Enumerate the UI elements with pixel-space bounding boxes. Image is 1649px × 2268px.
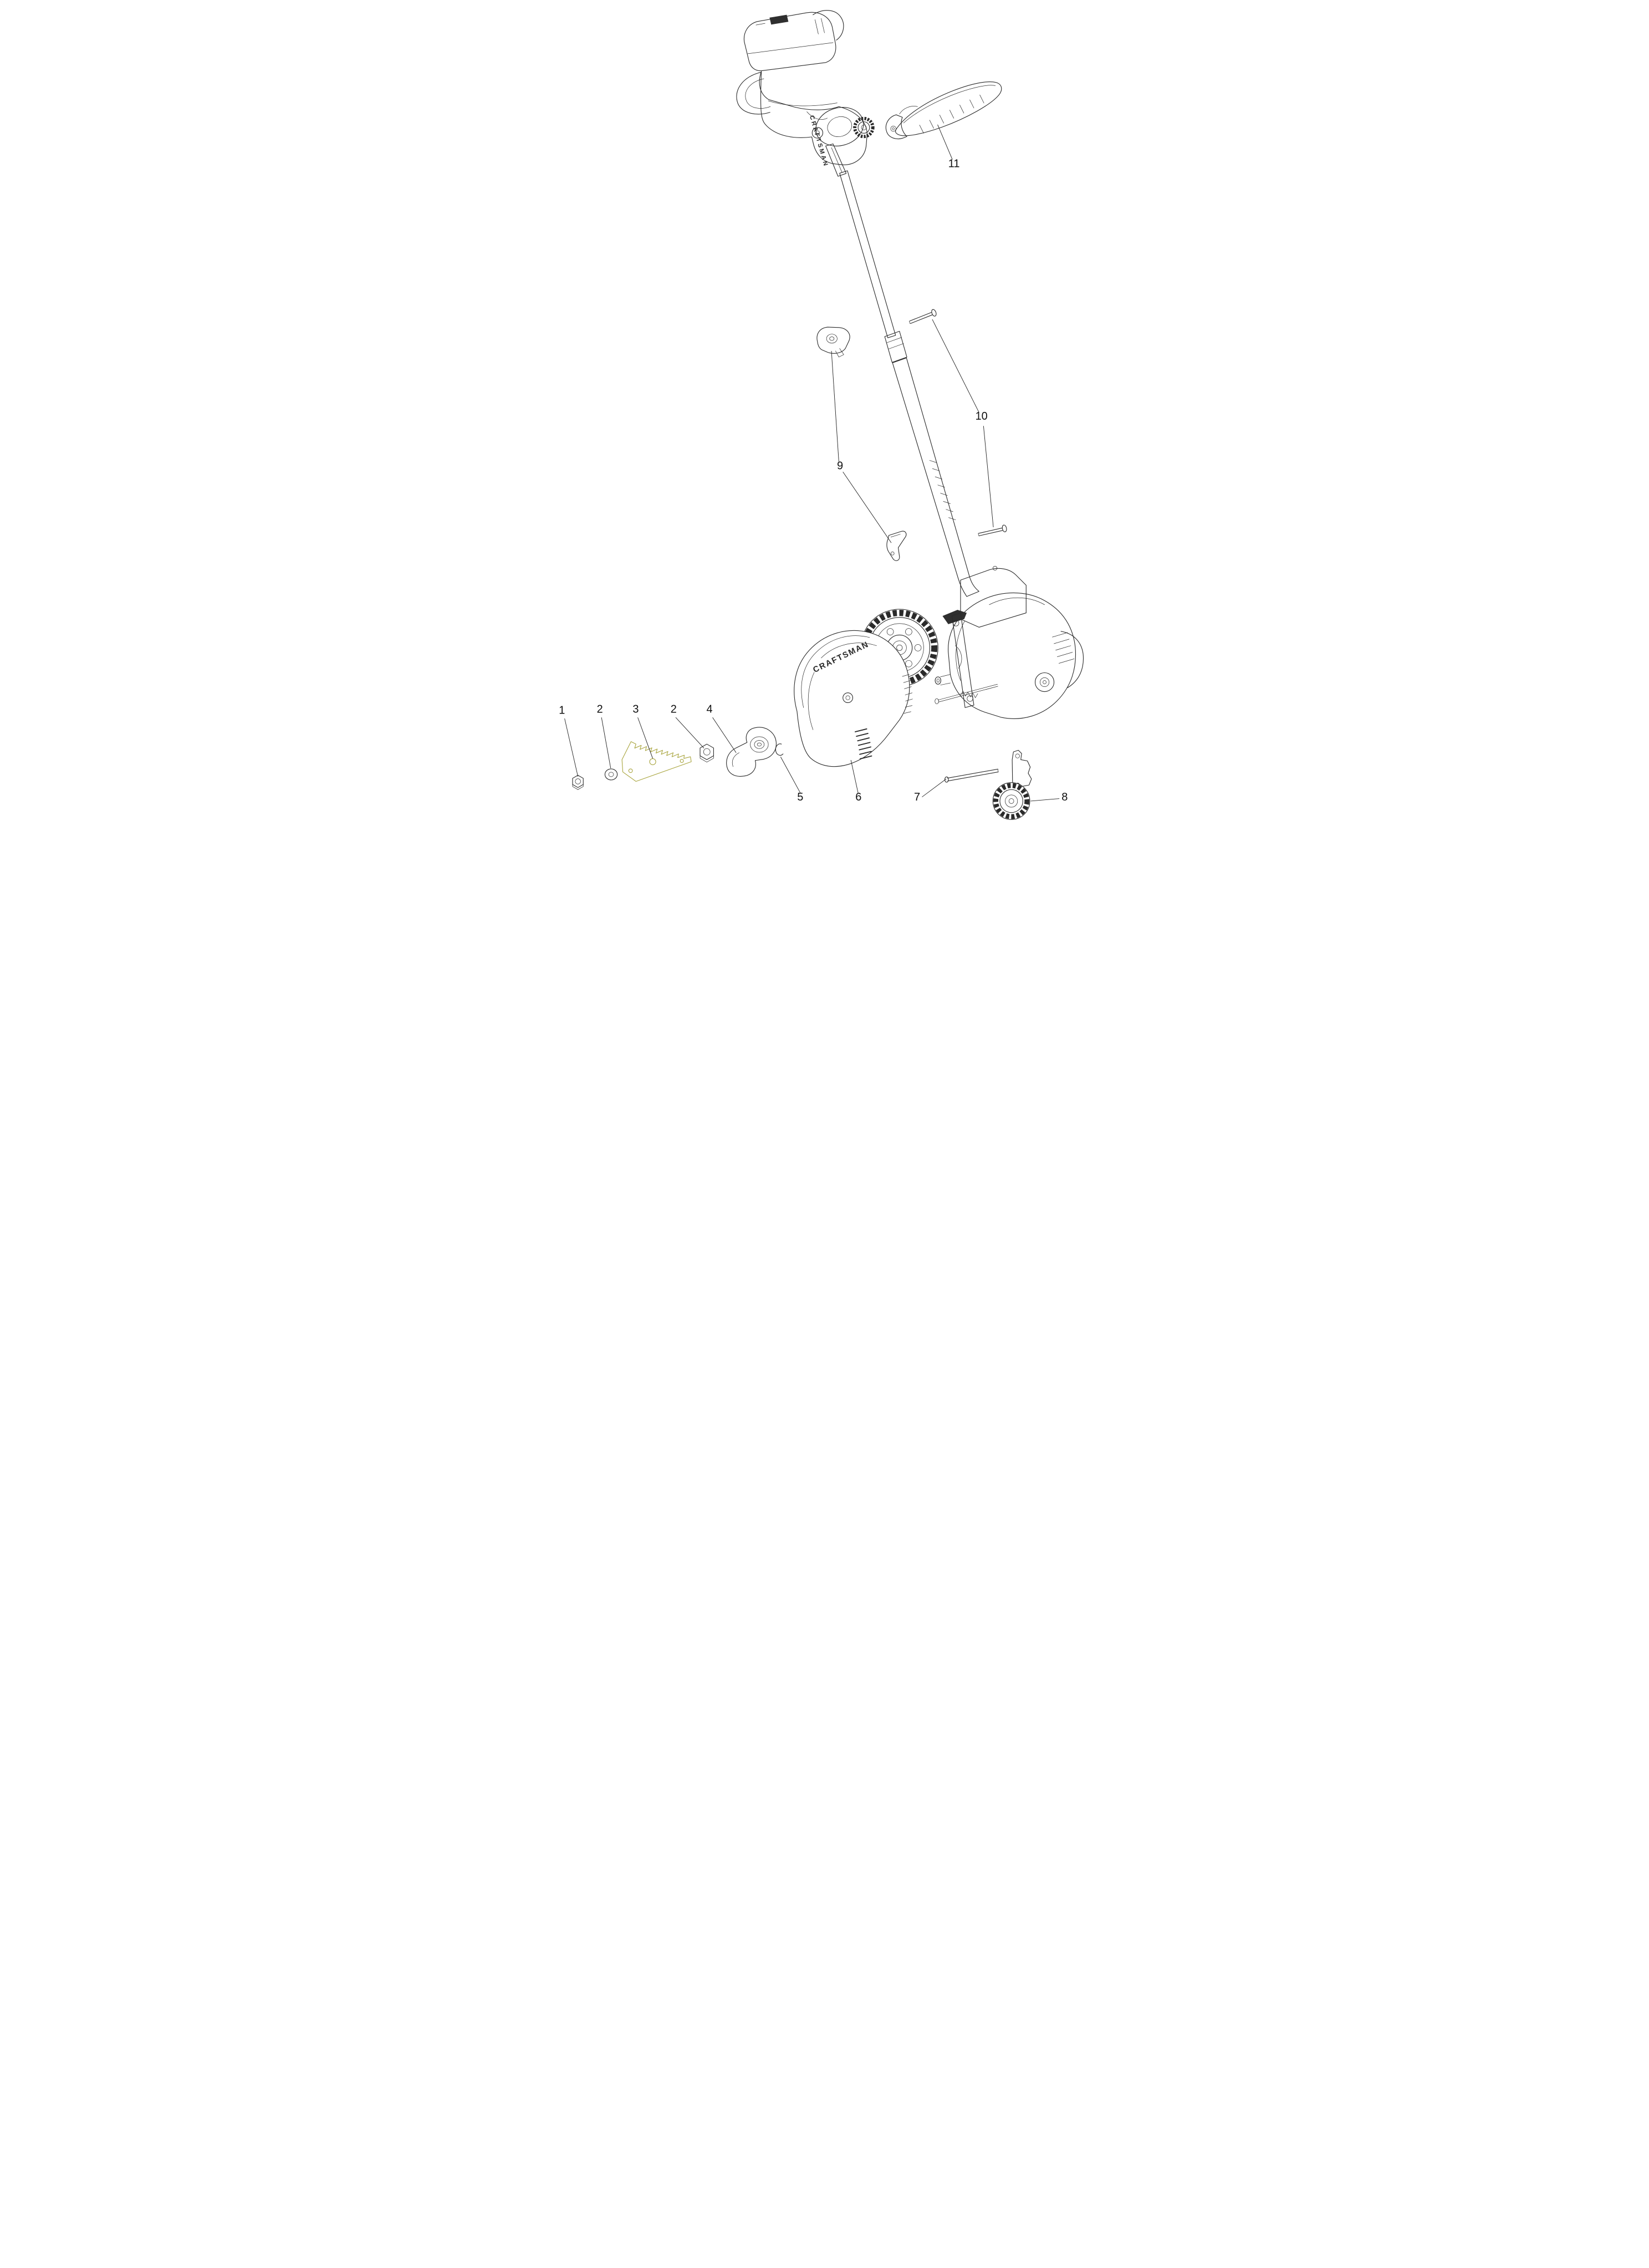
handle-body	[759, 71, 867, 165]
hex-nut-part2b	[699, 743, 714, 763]
blade-flange-part4	[726, 727, 777, 777]
callout-label-5: 5	[797, 791, 803, 803]
aux-handle-grip	[895, 81, 1002, 136]
callout-label-11: 11	[948, 157, 959, 170]
motor-end-cap	[1060, 631, 1084, 689]
callout-label-4: 4	[706, 704, 712, 716]
blade-arbor	[935, 676, 941, 685]
callout-label-7: 7	[914, 791, 920, 803]
handle-neck	[825, 144, 846, 177]
bolt-upper	[908, 309, 937, 324]
callout-label-10: 10	[975, 410, 987, 422]
leader-line-7	[921, 778, 946, 797]
parts-diagram-page: CRAFTSMAN	[519, 0, 1130, 839]
bolt-lower	[977, 524, 1007, 537]
leader-line-2	[601, 717, 611, 768]
leader-line-10	[983, 426, 994, 528]
handle-top-arc	[812, 10, 844, 41]
leader-line-11	[937, 124, 953, 160]
leader-line-4	[712, 717, 736, 753]
shaft-coupler	[884, 330, 907, 363]
leader-line-8	[1030, 798, 1059, 802]
battery-latch	[769, 14, 788, 25]
spring	[960, 691, 978, 698]
rear-wheel-bracket	[1012, 750, 1032, 787]
callout-label-9: 9	[836, 460, 843, 472]
gear-housing	[947, 592, 1076, 719]
callout-label-1: 1	[559, 704, 565, 716]
callout-label-2: 2	[670, 704, 676, 716]
shaft	[839, 170, 979, 597]
leader-line-9	[842, 471, 891, 543]
callout-label-3: 3	[632, 704, 639, 716]
d-loop-handle	[736, 72, 770, 115]
upper-shaft-tube	[839, 170, 896, 338]
battery-pack	[743, 12, 836, 72]
callout-label-8: 8	[1061, 791, 1068, 803]
leader-line-5	[780, 756, 800, 793]
washer-part2a	[604, 768, 617, 781]
depth-lever	[942, 609, 967, 624]
edger-blade-part3	[621, 741, 692, 782]
handle-assembly: CRAFTSMAN	[736, 10, 875, 177]
callout-label-2: 2	[596, 704, 603, 716]
aux-handle-clamp	[885, 114, 907, 140]
leader-line-3	[637, 717, 653, 759]
leader-line-6	[850, 760, 859, 793]
brand-text-shaft: CRAFTSMAN	[808, 115, 829, 168]
axle-rod-part7	[944, 768, 999, 783]
pivot-bolt	[811, 127, 823, 139]
diagram-canvas: CRAFTSMAN	[559, 10, 1084, 820]
leader-line-1	[564, 718, 578, 777]
leader-line-10	[932, 319, 979, 413]
leader-line-9	[831, 350, 839, 462]
rear-wheel-part8	[992, 750, 1032, 820]
retaining-ring-part5	[775, 743, 783, 756]
shaft-mount	[959, 568, 1027, 628]
aux-handle-part	[885, 81, 1002, 140]
callout-label-6: 6	[855, 791, 861, 803]
wheel-bracket-arm	[951, 612, 974, 708]
hex-nut-part1	[571, 774, 584, 790]
callout-layer: 1 2 3 2 4 5 6 7 8 9 10 11	[559, 124, 1068, 803]
blade-guard: CRAFTSMAN	[793, 630, 913, 767]
locking-knob	[886, 531, 906, 561]
shaft-clamp-lever	[816, 327, 850, 358]
gear-wheel	[852, 116, 875, 139]
leader-line-2	[675, 717, 704, 748]
edger-body: CRAFTSMAN	[793, 565, 1084, 767]
